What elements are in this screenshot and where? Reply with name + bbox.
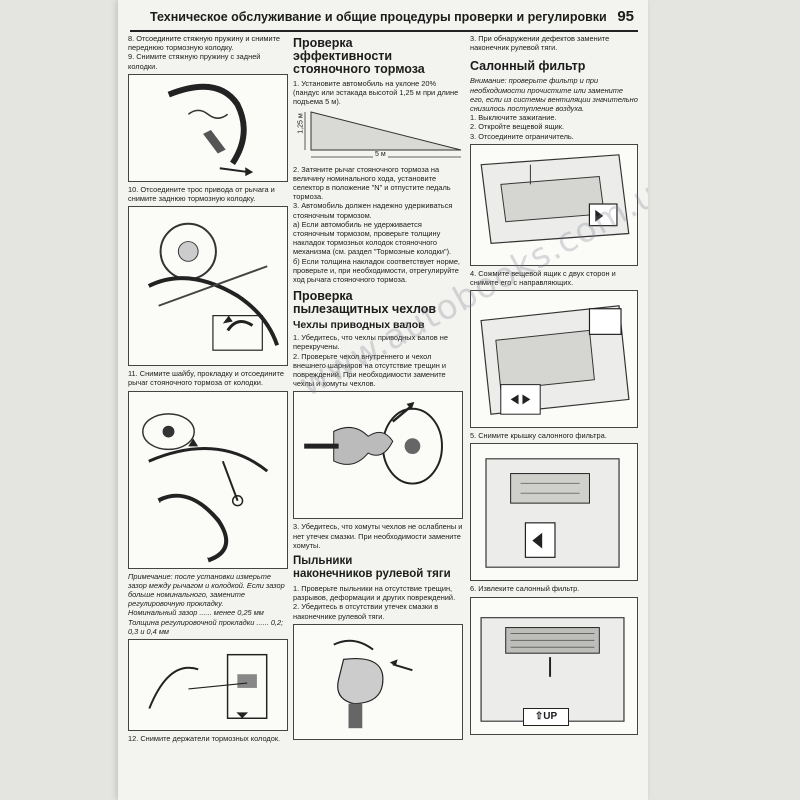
figure-parking-cable bbox=[128, 206, 288, 367]
figure-cv-boot bbox=[293, 391, 463, 520]
page-header-title: Техническое обслуживание и общие процеду… bbox=[150, 10, 607, 24]
figure-glovebox-limiter bbox=[470, 143, 638, 266]
column-right: 3. При обнаружении дефектов замените нак… bbox=[470, 34, 638, 790]
drive-boots-step-3: 3. Убедитесь, что хомуты чехлов не ослаб… bbox=[293, 522, 463, 550]
tie-rod-steps-1-2: 1. Проверьте пыльники на отсутствие трещ… bbox=[293, 584, 456, 621]
spec-shim-thickness: Толщина регулировочной прокладки ...... … bbox=[128, 617, 284, 636]
spec-nominal-gap-value: менее 0,25 мм bbox=[213, 608, 264, 618]
figure-parking-lever bbox=[128, 390, 288, 569]
section-tie-rod-boots-title: Пыльники наконечников рулевой тяги bbox=[293, 555, 451, 581]
spec-shim-value: 0,2; 0,3 и 0,4 мм bbox=[128, 617, 284, 636]
cabin-filter-attention: Внимание: проверьте фильтр и при необход… bbox=[470, 76, 638, 114]
figure-filter-removal: ⇧UP bbox=[470, 596, 638, 735]
step-12-text: 12. Снимите держатели тормозных колодок. bbox=[128, 734, 281, 744]
parking-brake-steps-2-3: 2. Затяните рычаг стояночного тормоза на… bbox=[293, 164, 460, 285]
step-11-text: 11. Снимите шайбу, прокладку и отсоедини… bbox=[128, 369, 284, 388]
figure-glovebox-removal bbox=[470, 290, 638, 429]
figure-tie-rod-boot bbox=[293, 623, 463, 740]
figure-filter-cover bbox=[470, 443, 638, 582]
page-number: 95 bbox=[617, 8, 634, 25]
figure-slope-diagram: 1,25 м 5 м bbox=[293, 110, 463, 162]
cabin-filter-step-4: 4. Сожмите вещевой ящик с двух сторон и … bbox=[470, 268, 616, 288]
section-parking-brake-title: Проверка эффективности стояночного тормо… bbox=[293, 36, 425, 76]
spec-nominal-gap-label: Номинальный зазор bbox=[128, 608, 198, 618]
cabin-filter-step-6: 6. Извлеките салонный фильтр. bbox=[470, 584, 580, 594]
section-dust-boots-title: Проверка пылезащитных чехлов bbox=[293, 289, 437, 317]
column-left: 8. Отсоедините стяжную пружину и снимите… bbox=[128, 34, 288, 790]
step-10-text: 10. Отсоедините трос привода от рычага и… bbox=[128, 184, 275, 204]
drive-boots-steps-1-2: 1. Убедитесь, что чехлы приводных валов … bbox=[293, 333, 448, 389]
step-8-9-text: 8. Отсоедините стяжную пружину и снимите… bbox=[128, 34, 281, 71]
spec-shim-label: Толщина регулировочной прокладки bbox=[128, 617, 255, 627]
section-cabin-filter-title: Салонный фильтр bbox=[470, 59, 586, 74]
figure-brake-spring bbox=[128, 73, 288, 182]
slope-height-label: 1,25 м bbox=[297, 112, 305, 134]
parking-brake-step-1: 1. Установите автомобиль на уклоне 20% (… bbox=[293, 79, 459, 107]
cabin-filter-step-5: 5. Снимите крышку салонного фильтра. bbox=[470, 431, 607, 441]
page-header: Техническое обслуживание и общие процеду… bbox=[130, 8, 638, 32]
figure-gauge bbox=[128, 639, 288, 732]
column-middle: Проверка эффективности стояночного тормо… bbox=[293, 34, 463, 790]
book-page: Техническое обслуживание и общие процеду… bbox=[118, 0, 648, 800]
cabin-filter-steps-1-3: 1. Выключите зажигание. 2. Откройте веще… bbox=[470, 113, 574, 141]
up-direction-label: ⇧UP bbox=[523, 707, 569, 726]
subsection-drive-shaft-boots: Чехлы приводных валов bbox=[293, 319, 425, 332]
spec-nominal-gap: Номинальный зазор ...... менее 0,25 мм bbox=[128, 608, 264, 618]
slope-length-label: 5 м bbox=[373, 150, 388, 158]
note-text: Примечание: после установки измерьте заз… bbox=[128, 571, 285, 609]
tie-rod-step-3: 3. При обнаружении дефектов замените нак… bbox=[470, 34, 610, 53]
